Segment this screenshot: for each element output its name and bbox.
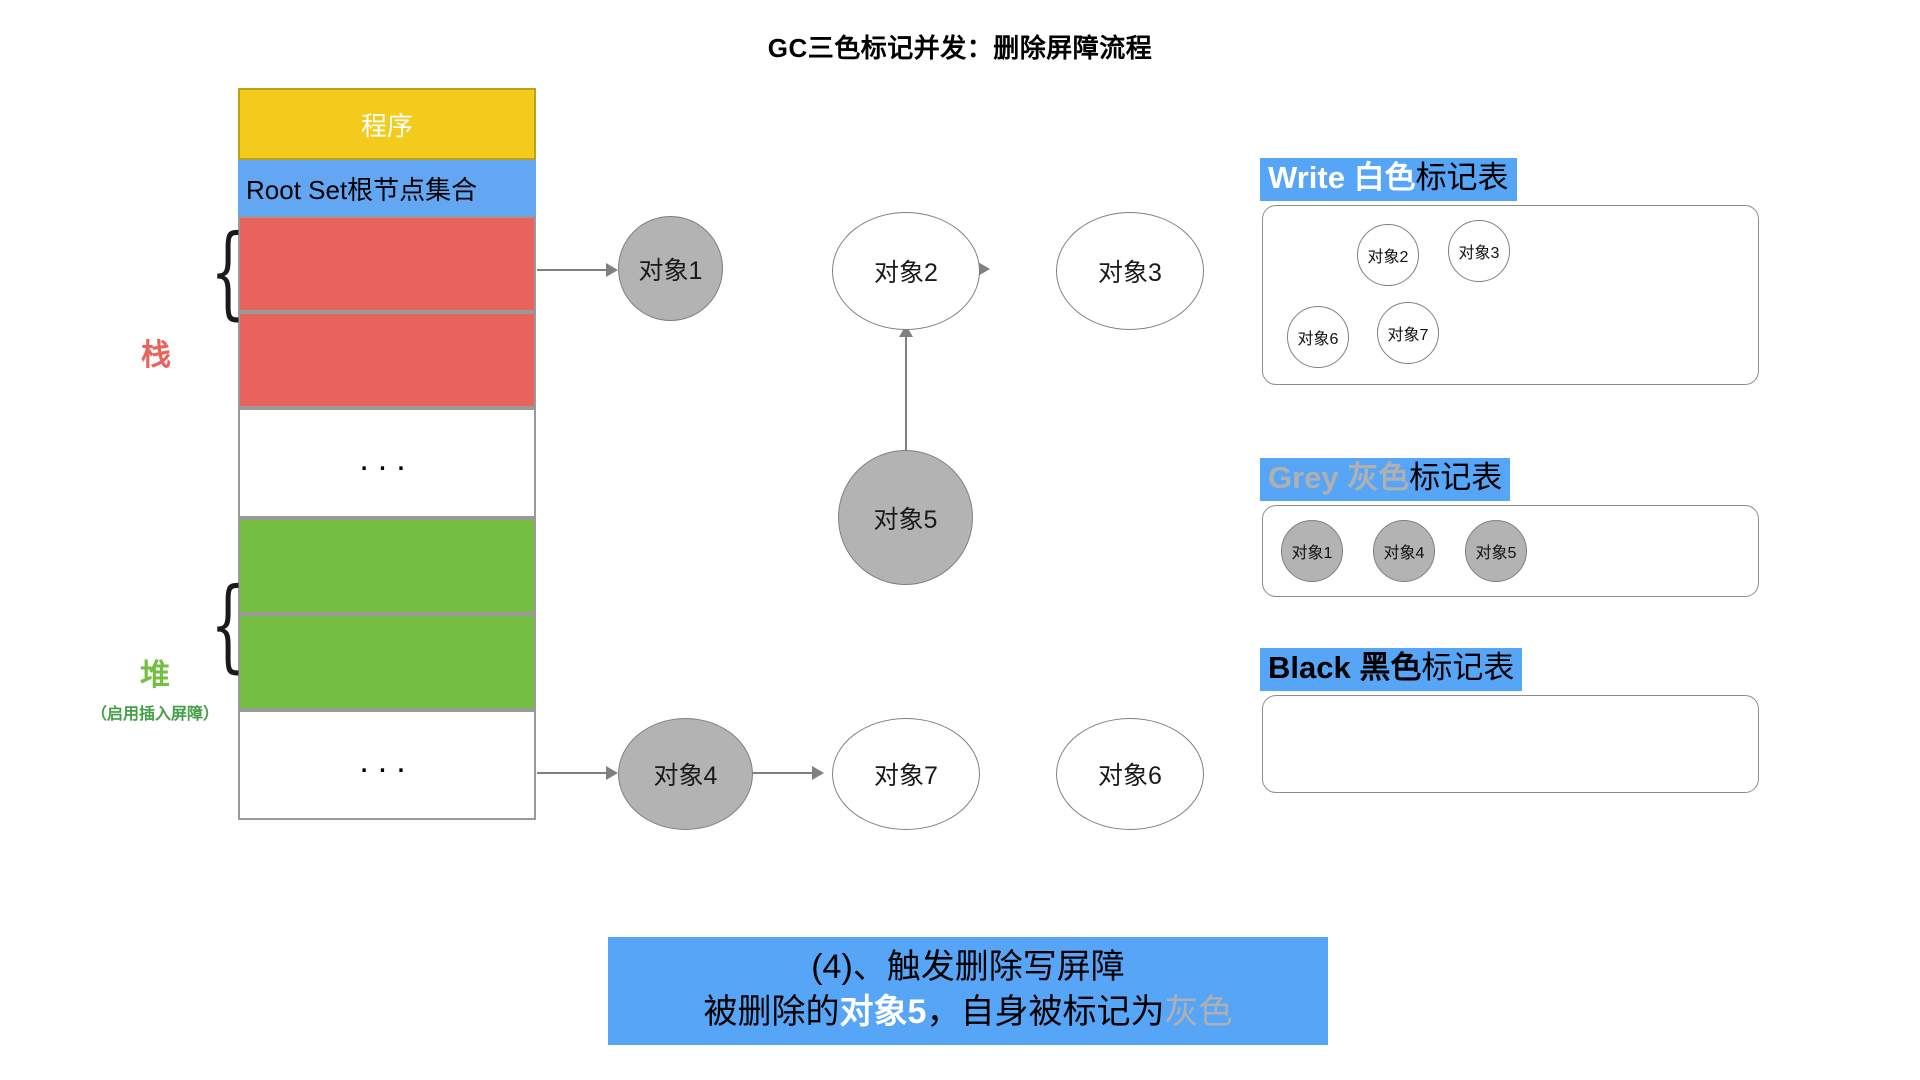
graph-node-label: 对象3 <box>1098 259 1162 287</box>
mark-item-obj6[interactable]: 对象6 <box>1287 306 1349 368</box>
black-table-color-label: 黑色 <box>1359 650 1422 685</box>
grey-mark-table-box: 对象1 对象4 对象5 <box>1262 505 1759 597</box>
grey-table-suffix-label: 标记表 <box>1409 460 1503 495</box>
graph-node-obj1[interactable]: 对象1 <box>618 216 723 321</box>
memory-column: 程序 Root Set根节点集合 ... ... <box>238 88 536 820</box>
white-mark-table: Write 白色标记表 <box>1260 158 1517 201</box>
edge-obj5-to-obj2 <box>905 330 907 478</box>
stack-ellipsis-slot: ... <box>238 408 536 518</box>
caption-line-2: 被删除的对象5，自身被标记为灰色 <box>608 990 1328 1035</box>
stack-slot-2 <box>238 312 536 408</box>
root-set-label: Root Set根节点集合 <box>246 174 478 205</box>
caption-part-c: ，自身被标记为 <box>926 992 1165 1031</box>
mark-item-label: 对象4 <box>1383 545 1425 562</box>
grey-mark-table: Grey 灰色标记表 <box>1260 458 1511 501</box>
mark-item-label: 对象6 <box>1297 331 1339 348</box>
ellipsis-label: ... <box>359 440 415 478</box>
graph-node-obj4[interactable]: 对象4 <box>618 718 753 830</box>
edge-obj4-to-obj7 <box>752 772 814 774</box>
mark-item-label: 对象7 <box>1387 327 1429 344</box>
edge-root-to-obj1-head <box>606 263 618 277</box>
mark-item-obj3[interactable]: 对象3 <box>1448 220 1510 282</box>
white-table-en-label: Write <box>1268 160 1354 195</box>
ellipsis-label: ... <box>359 742 415 780</box>
mark-item-obj7[interactable]: 对象7 <box>1377 302 1439 364</box>
grey-table-en-label: Grey <box>1268 460 1348 495</box>
edge-obj2-to-obj3-head <box>978 262 990 276</box>
caption-part-object: 对象5 <box>839 992 927 1031</box>
graph-node-obj7[interactable]: 对象7 <box>832 718 980 830</box>
caption-part-grey: 灰色 <box>1164 992 1233 1031</box>
mark-item-label: 对象3 <box>1458 245 1500 262</box>
graph-node-label: 对象6 <box>1098 762 1162 790</box>
heap-slot-1 <box>238 518 536 614</box>
root-set-block: Root Set根节点集合 <box>238 160 536 216</box>
caption-part-a: 被删除的 <box>703 992 840 1031</box>
mark-item-obj2[interactable]: 对象2 <box>1357 224 1419 286</box>
caption-line-1: (4)、触发删除写屏障 <box>811 948 1125 986</box>
white-table-color-label: 白色 <box>1353 160 1416 195</box>
graph-node-obj3[interactable]: 对象3 <box>1056 212 1204 330</box>
white-table-suffix-label: 标记表 <box>1415 160 1509 195</box>
white-mark-table-box: 对象2 对象3 对象6 对象7 <box>1262 205 1759 385</box>
program-label: 程序 <box>360 110 413 141</box>
black-mark-table-header: Black 黑色标记表 <box>1260 648 1523 691</box>
heap-label: 堆 <box>140 659 170 692</box>
mark-item-label: 对象1 <box>1291 545 1333 562</box>
page-title: GC三色标记并发：删除屏障流程 <box>767 33 1153 63</box>
stack-label: 栈 <box>141 339 171 372</box>
edge-root-to-obj1 <box>537 269 608 271</box>
edge-obj4-to-obj7-head <box>812 766 824 780</box>
edge-heap-to-obj4 <box>537 772 608 774</box>
mark-item-obj5[interactable]: 对象5 <box>1465 520 1527 582</box>
graph-node-label: 对象1 <box>638 256 703 285</box>
mark-item-obj4[interactable]: 对象4 <box>1373 520 1435 582</box>
heap-slot-2 <box>238 614 536 710</box>
mark-item-label: 对象2 <box>1367 249 1409 266</box>
mark-item-obj1[interactable]: 对象1 <box>1281 520 1343 582</box>
graph-node-obj5[interactable]: 对象5 <box>838 450 973 585</box>
mark-item-label: 对象5 <box>1475 545 1517 562</box>
stack-brace: { <box>210 213 246 330</box>
edge-heap-to-obj4-head <box>606 766 618 780</box>
heap-brace: { <box>210 566 246 683</box>
graph-node-label: 对象5 <box>873 505 938 534</box>
grey-table-color-label: 灰色 <box>1347 460 1410 495</box>
black-mark-table-box <box>1262 695 1759 793</box>
heap-sublabel: （启用插入屏障） <box>90 706 219 723</box>
black-table-en-label: Black <box>1268 650 1360 685</box>
program-block: 程序 <box>238 88 536 160</box>
graph-node-obj2[interactable]: 对象2 <box>832 212 980 330</box>
stack-slot-1 <box>238 216 536 312</box>
graph-node-label: 对象7 <box>874 762 938 790</box>
black-mark-table: Black 黑色标记表 <box>1260 648 1523 691</box>
heap-ellipsis-slot: ... <box>238 710 536 820</box>
step-caption: (4)、触发删除写屏障 被删除的对象5，自身被标记为灰色 <box>608 937 1328 1045</box>
grey-mark-table-header: Grey 灰色标记表 <box>1260 458 1511 501</box>
white-mark-table-header: Write 白色标记表 <box>1260 158 1517 201</box>
graph-node-obj6[interactable]: 对象6 <box>1056 718 1204 830</box>
graph-node-label: 对象2 <box>874 259 938 287</box>
graph-node-label: 对象4 <box>653 762 718 790</box>
black-table-suffix-label: 标记表 <box>1421 650 1515 685</box>
